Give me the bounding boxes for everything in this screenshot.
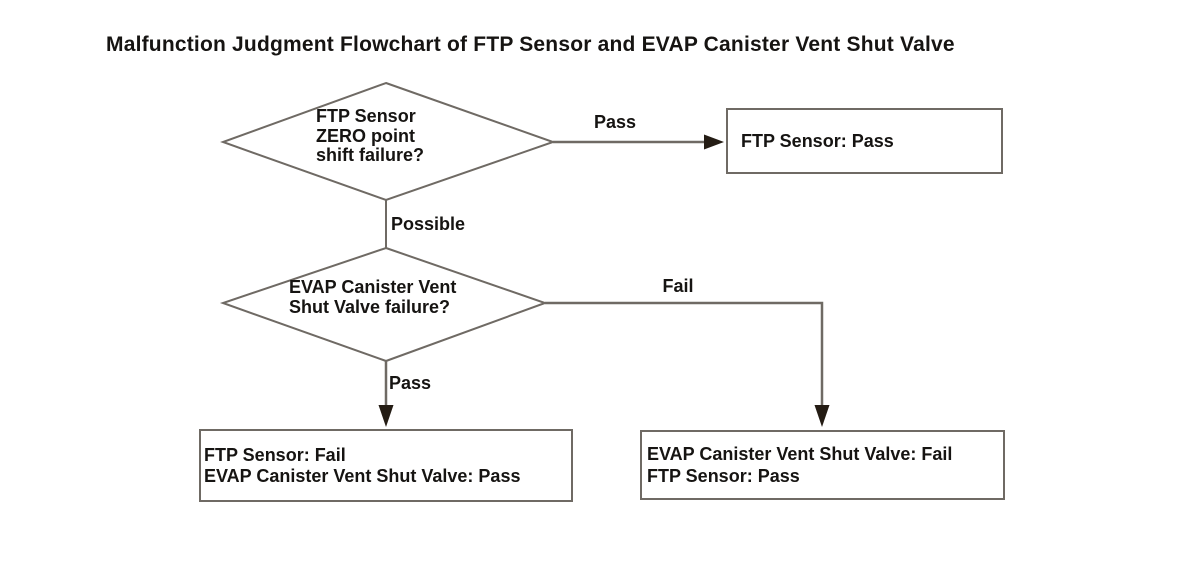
decision-ftp-zero-line2: ZERO point xyxy=(316,125,415,146)
decision-ftp-zero-line3: shift failure? xyxy=(316,145,425,165)
result-box-ftp-pass-line1: FTP Sensor: Pass xyxy=(741,130,894,151)
flowchart-title: Malfunction Judgment Flowchart of FTP Se… xyxy=(106,33,955,56)
result-box-ftp-fail-evap-pass: FTP Sensor: Fail EVAP Canister Vent Shut… xyxy=(199,429,573,502)
result-box-ftp-fail-line2: EVAP Canister Vent Shut Valve: Pass xyxy=(204,465,521,486)
edge-fail-arrowhead xyxy=(814,405,830,427)
decision-evap-valve-label: EVAP Canister Vent Shut Valve failure? xyxy=(289,277,456,317)
edge-label-pass-top: Pass xyxy=(593,112,637,132)
edge-fail-line xyxy=(545,301,824,408)
result-box-evap-fail-ftp-pass: EVAP Canister Vent Shut Valve: Fail FTP … xyxy=(640,430,1005,500)
decision-ftp-zero-label: FTP Sensor ZERO point shift failure? xyxy=(316,106,425,166)
edge-label-fail: Fail xyxy=(662,276,694,296)
edge-label-pass-bottom: Pass xyxy=(389,373,432,393)
decision-evap-valve-line2: Shut Valve failure? xyxy=(289,297,451,317)
edge-pass-top-arrowhead xyxy=(704,134,724,150)
result-box-evap-fail-line1: EVAP Canister Vent Shut Valve: Fail xyxy=(647,444,953,464)
result-box-ftp-pass: FTP Sensor: Pass xyxy=(726,108,1003,174)
edge-pass-bottom-arrowhead xyxy=(378,405,394,427)
result-box-evap-fail-line2: FTP Sensor: Pass xyxy=(647,466,800,486)
decision-ftp-zero-line1: FTP Sensor xyxy=(316,106,416,126)
result-box-ftp-fail-line1: FTP Sensor: Fail xyxy=(204,444,346,465)
edge-label-possible: Possible xyxy=(391,214,466,234)
decision-evap-valve-line1: EVAP Canister Vent xyxy=(289,277,457,297)
